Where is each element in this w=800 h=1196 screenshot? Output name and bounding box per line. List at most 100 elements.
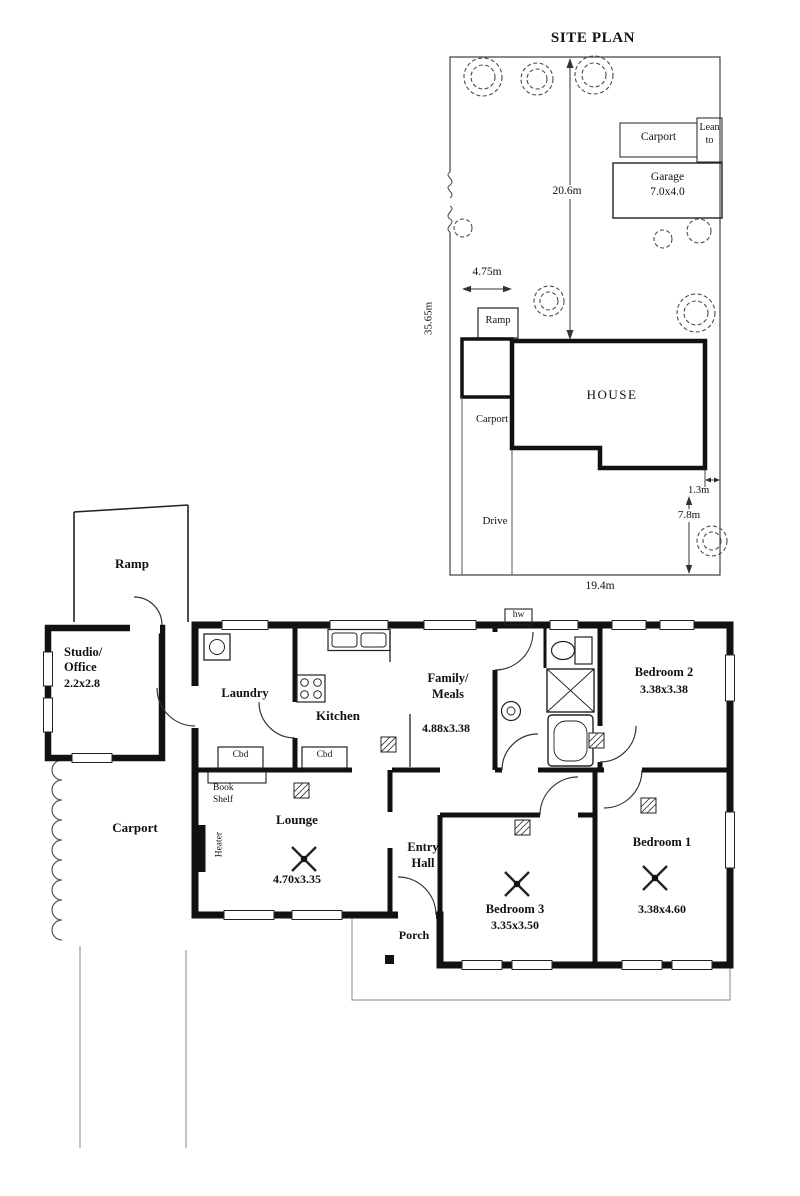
windows [43, 620, 735, 970]
dim-20-6m-arrow [566, 58, 574, 340]
tree-icon [574, 55, 614, 95]
counter-lines [389, 631, 411, 767]
dim-frontage: 19.4m [585, 580, 615, 592]
window [725, 654, 735, 702]
room-dim-family: 4.88x3.38 [422, 721, 470, 735]
window [223, 910, 275, 920]
tree-icon [653, 229, 673, 249]
ceiling-fan-icon [504, 871, 530, 897]
dim-1-3m-arrow [704, 470, 720, 487]
window [423, 620, 477, 630]
door-arc [494, 631, 534, 671]
room-label-bedroom1: Bedroom 1 [632, 835, 692, 849]
studio-walls [44, 624, 166, 762]
room-label-lounge: Lounge [276, 812, 318, 827]
window [611, 620, 647, 630]
porch-paving-line [351, 918, 731, 1001]
trees [453, 55, 728, 557]
room-dim-studio: 2.2x2.8 [64, 676, 100, 690]
site-leanto-box [696, 117, 723, 163]
label-bookshelf-2: Shelf [213, 795, 234, 805]
label-bookshelf-1: Book [213, 783, 234, 793]
door-arc [156, 687, 196, 727]
shower-icon [546, 668, 595, 713]
toilet-icon [550, 636, 593, 665]
room-label-entry-1: Entry [407, 840, 439, 854]
vent-icon [640, 797, 657, 814]
site-garage-box [612, 162, 723, 219]
tree-icon [686, 218, 712, 244]
washer-icon [203, 633, 231, 661]
window [659, 620, 695, 630]
cupboard-box [301, 746, 348, 769]
room-label-laundry: Laundry [221, 686, 269, 700]
tree-icon [453, 218, 473, 238]
dim-rear-setback: 7.8m [673, 509, 705, 522]
door-arc [397, 876, 437, 916]
door-arc [599, 725, 637, 763]
heater-icon [196, 825, 206, 872]
label-garage: Garage [650, 171, 685, 183]
door-arc [603, 769, 643, 809]
vent-icon [588, 732, 605, 749]
vent-icon [514, 819, 531, 836]
basin-icon [500, 700, 522, 722]
dim-7-8m-arrow [685, 496, 693, 574]
tree-icon [520, 62, 554, 96]
room-dim-bedroom1: 3.38x4.60 [638, 902, 686, 916]
window [43, 651, 53, 687]
door-arc [539, 776, 579, 816]
tree-icon [539, 291, 559, 311]
ramp-outline [73, 504, 189, 622]
porch-post [385, 955, 394, 964]
tree-icon [581, 62, 607, 88]
window [43, 697, 53, 733]
room-dim-lounge: 4.70x3.35 [273, 872, 321, 886]
gate-mark [447, 205, 453, 233]
interior-walls [195, 625, 730, 965]
window [549, 620, 579, 630]
label-house: HOUSE [586, 387, 638, 402]
cooktop-icon [296, 674, 326, 703]
label-site-ramp: Ramp [485, 315, 511, 326]
tree-icon [526, 68, 548, 90]
vent-icon [293, 782, 310, 799]
hw-unit-box [504, 608, 533, 626]
site-boundary [449, 56, 721, 576]
tree-icon [533, 285, 565, 317]
cupboard-box [217, 746, 264, 769]
room-label-family-1: Family/ [427, 671, 469, 685]
room-label-studio-1: Studio/ [64, 645, 103, 659]
vent-icon [380, 736, 397, 753]
label-heater: Heater [214, 831, 225, 858]
driveway-edges [79, 946, 187, 1148]
door-arc [258, 701, 296, 739]
window [221, 620, 269, 630]
window [725, 811, 735, 869]
ceiling-fan-icon [291, 846, 317, 872]
label-site-carport-mid: Carport [475, 414, 509, 425]
room-label-ramp: Ramp [115, 556, 149, 571]
dim-side-boundary: 35.65m [422, 301, 435, 336]
room-label-entry-2: Hall [411, 856, 435, 870]
tree-icon [683, 300, 709, 326]
dim-depth: 20.6m [546, 185, 588, 199]
tree-icon [702, 531, 722, 551]
site-carport-structure [460, 337, 514, 399]
window [329, 620, 389, 630]
window [511, 960, 553, 970]
dim-side-offset: 1.3m [688, 485, 710, 496]
bookshelf-box [207, 771, 267, 784]
window [71, 753, 113, 763]
door-arcs [133, 596, 643, 916]
window [291, 910, 343, 920]
room-label-porch: Porch [398, 928, 430, 942]
window [671, 960, 713, 970]
tree-icon [696, 525, 728, 557]
door-arc [133, 596, 163, 626]
dim-4-75m-arrow [462, 285, 512, 293]
room-label-kitchen: Kitchen [315, 708, 361, 723]
room-label-bedroom3: Bedroom 3 [485, 902, 545, 916]
label-site-carport-top: Carport [640, 131, 677, 143]
